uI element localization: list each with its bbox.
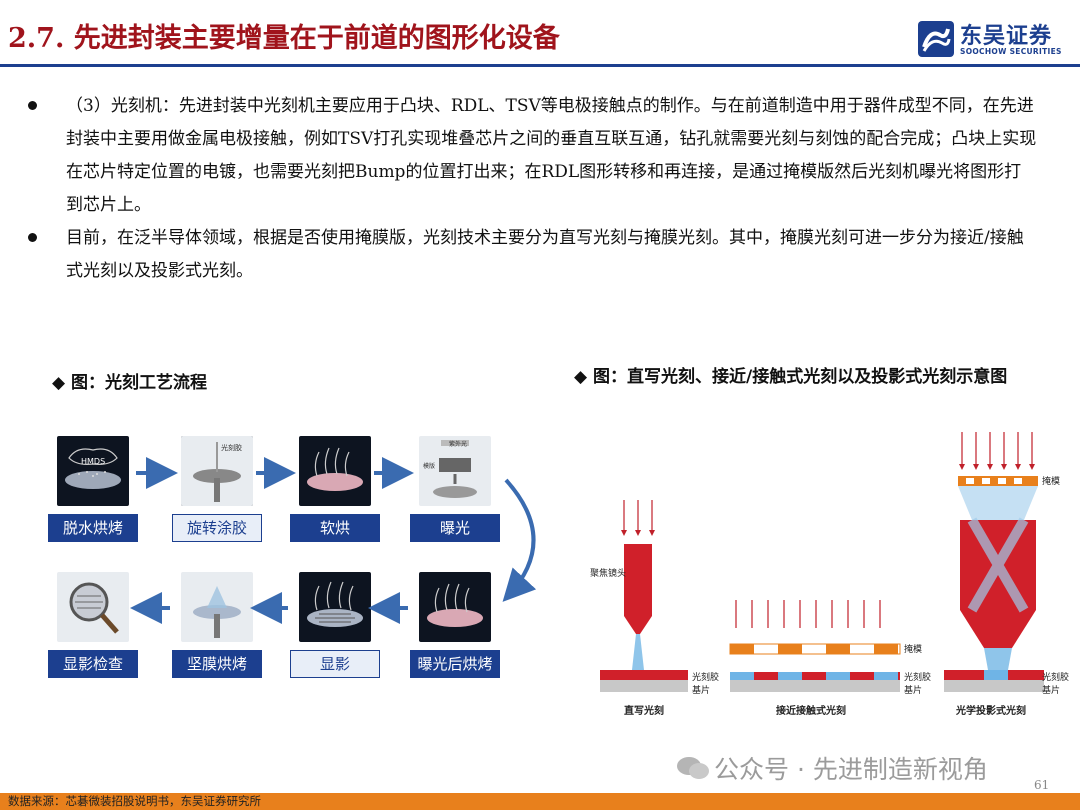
step-post-exposure-bake: 曝光后烘烤: [410, 572, 500, 678]
bullet-dot: [28, 101, 37, 110]
step-label: 脱水烘烤: [48, 514, 138, 542]
step-image: [419, 572, 491, 642]
svg-text:基片: 基片: [904, 684, 922, 696]
proximity-diagram: 掩模 光刻胶 基片 接近接触式光刻: [729, 600, 931, 717]
step-label: 显影: [290, 650, 380, 678]
svg-text:光刻胶: 光刻胶: [904, 671, 931, 683]
svg-text:光学投影式光刻: 光学投影式光刻: [955, 704, 1026, 717]
step-label: 坚膜烘烤: [172, 650, 262, 678]
projection-diagram: 掩模 光刻胶 基片 光学投影式光刻: [944, 432, 1069, 717]
page-title: 2.7. 先进封装主要增量在于前道的图形化设备: [8, 23, 560, 54]
source-bar: 数据来源：芯碁微装招股说明书，东吴证券研究所: [0, 793, 1080, 810]
bullet-text: （3）光刻机：先进封装中光刻机主要应用于凸块、RDL、TSV等电极接触点的制作。…: [66, 96, 1037, 215]
step-image: HMDS: [57, 436, 129, 506]
figure2-caption: ◆ 图：直写光刻、接近/接触式光刻以及投影式光刻示意图: [574, 367, 1008, 387]
page-number: 61: [1034, 778, 1050, 792]
wechat-icon: [677, 757, 709, 779]
svg-text:直写光刻: 直写光刻: [624, 704, 664, 717]
step-spin-coat: 光刻胶 旋转涂胶: [172, 436, 262, 542]
bullet-dot: [28, 233, 37, 242]
direct-write-diagram: 聚焦镜头 光刻胶 基片 直写光刻: [590, 500, 719, 717]
bullet-text: 目前，在泛半导体领域，根据是否使用掩膜版，光刻技术主要分为直写光刻与掩膜光刻。其…: [66, 228, 1024, 281]
hmds-label: HMDS: [81, 457, 105, 466]
bullet-1: （3）光刻机：先进封装中光刻机主要应用于凸块、RDL、TSV等电极接触点的制作。…: [28, 90, 1038, 222]
step-dehydration-bake: HMDS 脱水烘烤: [48, 436, 138, 542]
step-image: [299, 572, 371, 642]
step-image: [181, 572, 253, 642]
bullet-2: 目前，在泛半导体领域，根据是否使用掩膜版，光刻技术主要分为直写光刻与掩膜光刻。其…: [28, 222, 1038, 288]
mask-label: 模版: [423, 462, 435, 470]
logo-text-en: SOOCHOW SECURITIES: [960, 47, 1062, 56]
step-image: 紫外光 模版: [419, 436, 491, 506]
step-exposure: 紫外光 模版 曝光: [410, 436, 500, 542]
step-image: 光刻胶: [181, 436, 253, 506]
header-rule: [0, 64, 1080, 67]
step-image: [299, 436, 371, 506]
photoresist-label: 光刻胶: [221, 443, 242, 452]
company-logo: 东吴证券 SOOCHOW SECURITIES: [918, 18, 1068, 58]
watermark-text: 公众号 · 先进制造新视角: [714, 755, 988, 784]
source-text: 数据来源：芯碁微装招股说明书，东吴证券研究所: [8, 794, 261, 808]
step-soft-bake: 软烘: [290, 436, 380, 542]
svg-text:基片: 基片: [692, 684, 710, 696]
figure1-caption: ◆ 图：光刻工艺流程: [52, 373, 207, 393]
step-label: 显影检查: [48, 650, 138, 678]
svg-text:基片: 基片: [1042, 684, 1060, 696]
svg-text:聚焦镜头: 聚焦镜头: [590, 567, 626, 579]
svg-text:掩模: 掩模: [904, 643, 922, 655]
step-label: 曝光后烘烤: [410, 650, 500, 678]
svg-text:掩模: 掩模: [1042, 475, 1060, 487]
uv-label: 紫外光: [449, 440, 467, 448]
svg-text:光刻胶: 光刻胶: [692, 671, 719, 683]
step-image: [57, 572, 129, 642]
logo-text-cn: 东吴证券: [960, 24, 1053, 49]
step-develop: 显影: [290, 572, 380, 678]
step-label: 旋转涂胶: [172, 514, 262, 542]
soochow-logo-icon: [918, 21, 954, 57]
step-label: 软烘: [290, 514, 380, 542]
step-hard-bake: 坚膜烘烤: [172, 572, 262, 678]
svg-text:光刻胶: 光刻胶: [1042, 671, 1069, 683]
lithography-diagram: 聚焦镜头 光刻胶 基片 直写光刻 掩模 光刻胶 基片 接近接触式光刻 掩模: [590, 432, 1069, 717]
svg-text:接近接触式光刻: 接近接触式光刻: [776, 704, 846, 717]
step-develop-inspect: 显影检查: [48, 572, 138, 678]
step-label: 曝光: [410, 514, 500, 542]
